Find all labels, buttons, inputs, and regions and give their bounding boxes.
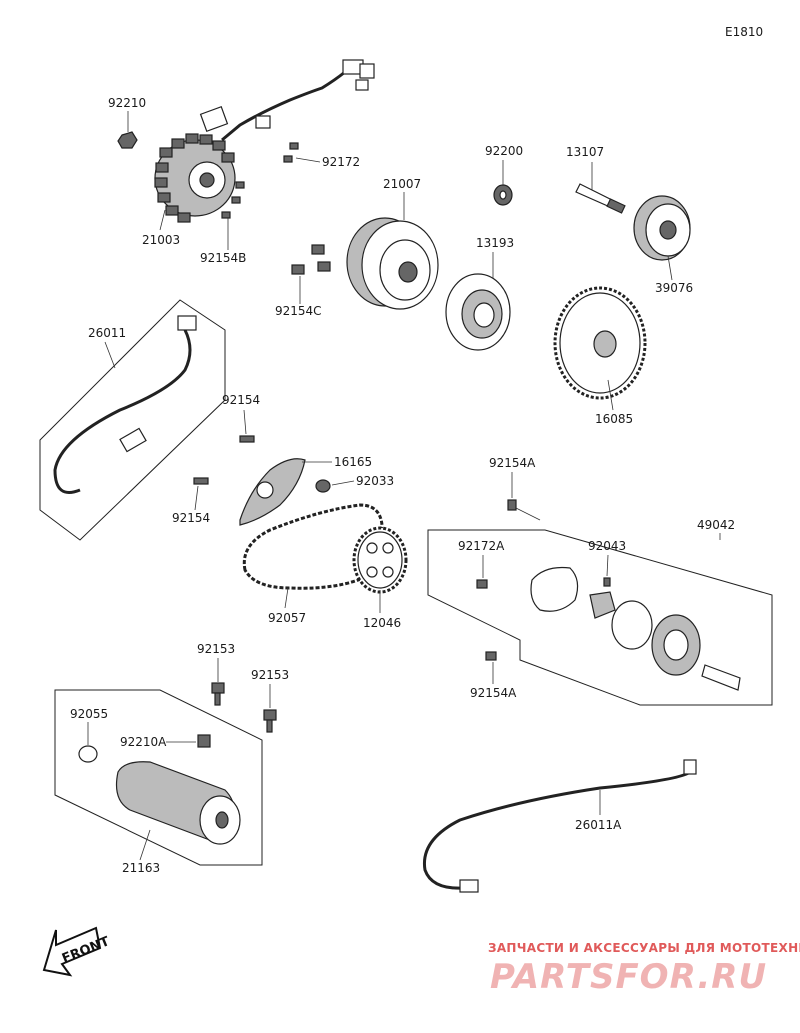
label-92154A-upper: 92154A xyxy=(489,456,536,470)
cable-26011[interactable] xyxy=(39,299,226,541)
gear-16085[interactable] xyxy=(553,286,647,400)
clip-92033[interactable] xyxy=(315,479,331,493)
label-16085: 16085 xyxy=(595,412,633,426)
gear-39076[interactable] xyxy=(633,195,691,261)
bolt-92153-right[interactable] xyxy=(263,709,277,733)
front-arrow-icon xyxy=(42,926,102,977)
bolts-92154C[interactable] xyxy=(291,244,331,275)
label-92210: 92210 xyxy=(108,96,146,110)
label-92172: 92172 xyxy=(322,155,360,169)
chain-92057[interactable] xyxy=(242,503,384,590)
watermark-line1: ЗАПЧАСТИ И АКСЕССУАРЫ ДЛЯ МОТОТЕХНИКИ xyxy=(488,941,800,955)
rotor-21007[interactable] xyxy=(346,217,439,310)
bolt-92154-upper[interactable] xyxy=(239,435,255,443)
label-13107: 13107 xyxy=(566,145,604,159)
starter-clutch-group-49042[interactable] xyxy=(427,529,773,706)
diagram-code: E1810 xyxy=(725,25,763,39)
cover-16165[interactable] xyxy=(239,458,306,526)
cable-26011A[interactable] xyxy=(422,759,697,893)
pin-92043[interactable] xyxy=(603,577,611,587)
label-92033: 92033 xyxy=(356,474,394,488)
starter-motor-group-21163[interactable] xyxy=(54,689,263,866)
label-21163: 21163 xyxy=(122,861,160,875)
label-92153-left: 92153 xyxy=(197,642,235,656)
label-92153-right: 92153 xyxy=(251,668,289,682)
bolt-92154-lower[interactable] xyxy=(193,477,209,485)
sprocket-12046[interactable] xyxy=(352,526,408,594)
label-92210A: 92210A xyxy=(120,735,167,749)
label-92057: 92057 xyxy=(268,611,306,625)
bolts-92154B[interactable] xyxy=(221,181,245,219)
label-12046: 12046 xyxy=(363,616,401,630)
label-92154-upper: 92154 xyxy=(222,393,260,407)
washer-92200[interactable] xyxy=(493,184,513,206)
bolt-92154A-upper[interactable] xyxy=(507,499,517,511)
clutch-13193[interactable] xyxy=(445,273,511,351)
label-49042: 49042 xyxy=(697,518,735,532)
label-92200: 92200 xyxy=(485,144,523,158)
bolt-92153-left[interactable] xyxy=(211,682,225,706)
label-92154B: 92154B xyxy=(200,251,246,265)
label-21007: 21007 xyxy=(383,177,421,191)
stator-wire-harness xyxy=(199,59,375,142)
label-26011A: 26011A xyxy=(575,818,622,832)
label-92055: 92055 xyxy=(70,707,108,721)
label-26011: 26011 xyxy=(88,326,126,340)
bolt-92154A-lower[interactable] xyxy=(485,651,497,661)
label-39076: 39076 xyxy=(655,281,693,295)
label-92154-lower: 92154 xyxy=(172,511,210,525)
label-13193: 13193 xyxy=(476,236,514,250)
label-21003: 21003 xyxy=(142,233,180,247)
label-92172A: 92172A xyxy=(458,539,505,553)
screw-92172A[interactable] xyxy=(476,579,488,589)
watermark-line2: PARTSFOR.RU xyxy=(490,957,767,997)
label-92154C: 92154C xyxy=(275,304,322,318)
stator-21003[interactable] xyxy=(154,133,236,223)
label-92043: 92043 xyxy=(588,539,626,553)
shaft-13107[interactable] xyxy=(575,183,626,214)
screws-92172[interactable] xyxy=(283,142,299,163)
label-92154A-lower: 92154A xyxy=(470,686,517,700)
nut-92210[interactable] xyxy=(117,131,138,149)
label-16165: 16165 xyxy=(334,455,372,469)
